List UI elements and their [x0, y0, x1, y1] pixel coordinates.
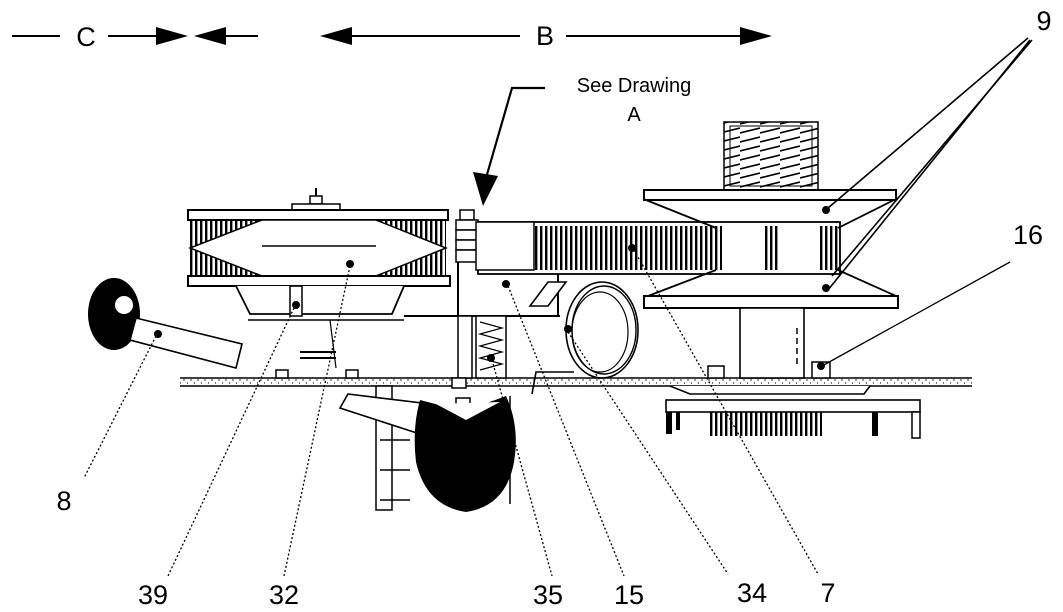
crank-handle-8 — [88, 278, 243, 369]
right-pulley-9 — [643, 121, 899, 379]
dimension-line: C B — [12, 21, 772, 52]
leader-34 — [567, 331, 729, 575]
dimension-label-b: B — [536, 21, 554, 51]
adjuster-bolt — [455, 209, 479, 263]
note-line-2: A — [627, 104, 641, 126]
leader-16 — [821, 261, 1011, 367]
see-drawing-note: See Drawing A — [473, 75, 691, 206]
callout-label-39: 39 — [138, 580, 168, 610]
callout-dot-35 — [487, 354, 495, 362]
leader-9a — [827, 37, 1029, 209]
deck-plate — [180, 377, 972, 387]
callout-label-9: 9 — [1036, 6, 1051, 36]
callout-label-32: 32 — [269, 580, 299, 610]
drive-belt-7 — [475, 221, 841, 275]
callout-label-34: 34 — [737, 578, 767, 608]
callout-label-16: 16 — [1013, 220, 1043, 250]
under-deck-assembly — [338, 377, 516, 512]
callout-labels: 8 39 32 35 15 34 7 9 16 — [56, 6, 1051, 610]
left-pulley — [187, 188, 451, 321]
post-35 — [457, 315, 507, 379]
leader-7 — [633, 249, 819, 575]
callout-dot-34 — [564, 325, 572, 333]
torsion-spring-34 — [531, 281, 639, 395]
base-frame — [665, 361, 921, 439]
leader-9c — [831, 39, 1033, 277]
callout-dot-32 — [346, 260, 354, 268]
callout-label-15: 15 — [614, 580, 644, 610]
leader-lines — [83, 37, 1033, 577]
arrowhead-icon — [320, 27, 352, 45]
leader-39 — [167, 307, 295, 577]
arrowhead-icon — [156, 27, 188, 45]
callout-label-35: 35 — [533, 580, 563, 610]
knob-bottom — [414, 396, 516, 512]
callout-label-7: 7 — [820, 578, 835, 608]
note-line-1: See Drawing — [577, 75, 692, 97]
dimension-label-c: C — [76, 22, 96, 52]
callout-label-8: 8 — [56, 486, 71, 516]
leader-8 — [83, 335, 157, 479]
arrowhead-icon — [194, 27, 226, 45]
callout-dot-16 — [817, 362, 825, 370]
arrowhead-icon — [740, 27, 772, 45]
leader-15 — [507, 285, 625, 577]
pointer-arrow-icon — [473, 172, 498, 206]
